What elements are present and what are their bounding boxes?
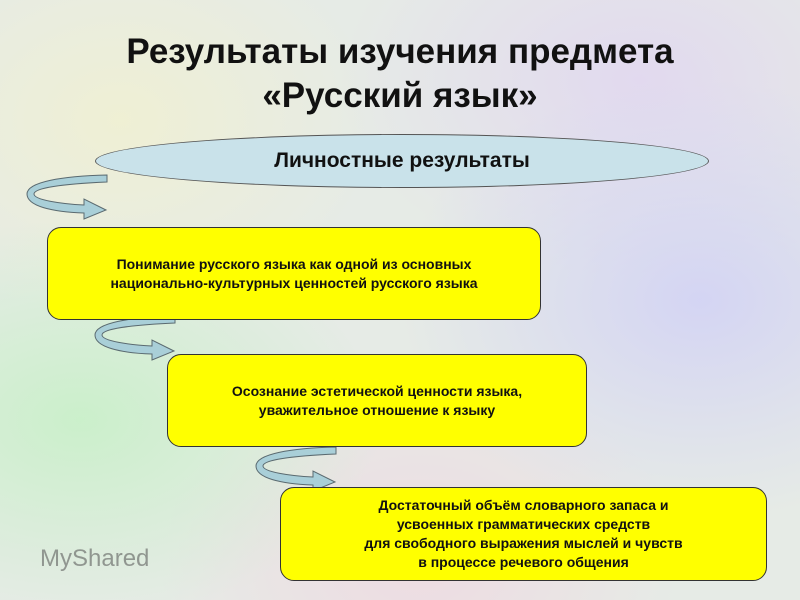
result-text: для свободного выражения мыслей и чувств <box>364 535 683 551</box>
result-box-3: Достаточный объём словарного запаса и ус… <box>280 487 767 581</box>
slide-title: Результаты изучения предмета «Русский яз… <box>0 30 800 118</box>
result-text: в процессе речевого общения <box>418 554 629 570</box>
watermark-text: MyShared <box>40 545 150 572</box>
personal-results-ellipse: Личностные результаты <box>95 134 709 188</box>
result-text: усвоенных грамматических средств <box>396 516 651 532</box>
title-line-2: «Русский язык» <box>262 76 538 115</box>
ellipse-label: Личностные результаты <box>274 149 530 172</box>
title-line-1: Результаты изучения предмета <box>126 32 674 71</box>
result-box-1: Понимание русского языка как одной из ос… <box>47 227 541 320</box>
watermark: MyShared <box>40 545 149 573</box>
curved-arrow-icon <box>255 446 337 492</box>
result-text: Осознание эстетической ценности языка, <box>231 382 523 399</box>
result-box-2: Осознание эстетической ценности языка, у… <box>167 354 587 447</box>
result-text: уважительное отношение к языку <box>258 401 496 418</box>
curved-arrow-icon <box>26 174 108 220</box>
result-text: Понимание русского языка как одной из ос… <box>116 255 472 272</box>
curved-arrow-icon <box>94 315 176 361</box>
result-text: Достаточный объём словарного запаса и <box>378 497 669 513</box>
result-text: национально-культурных ценностей русског… <box>110 274 478 291</box>
